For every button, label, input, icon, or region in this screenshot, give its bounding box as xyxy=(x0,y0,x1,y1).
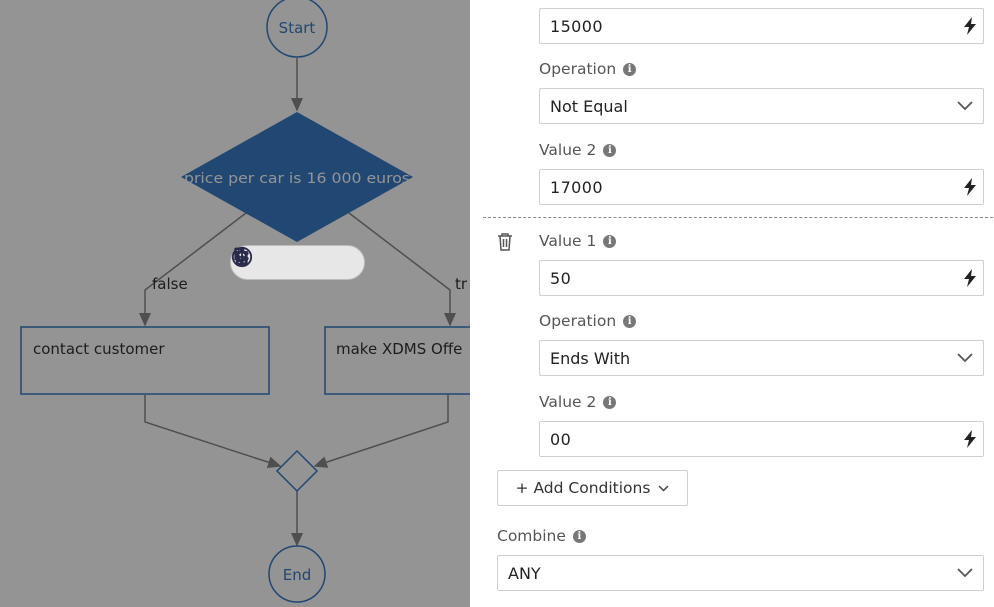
cond2-value2-input[interactable] xyxy=(539,421,984,457)
combine-label: Combine i xyxy=(497,527,586,545)
info-icon: i xyxy=(623,314,637,328)
start-label: Start xyxy=(279,19,316,37)
cond2-value1-field[interactable] xyxy=(540,267,957,289)
task-box-right[interactable] xyxy=(324,326,470,395)
cond2-value1-input[interactable] xyxy=(539,260,984,296)
end-node[interactable] xyxy=(268,545,326,603)
edge-decision-true xyxy=(348,212,456,327)
cond2-operation-select[interactable]: Ends With xyxy=(539,340,984,376)
cond1-value1-input[interactable] xyxy=(539,8,984,44)
edge-decision-false xyxy=(139,212,247,327)
lightning-bolt-icon[interactable] xyxy=(957,269,983,287)
combine-value: ANY xyxy=(508,563,541,583)
cond1-value2-input[interactable] xyxy=(539,169,984,205)
condition-divider xyxy=(483,217,993,218)
delete-trash-icon[interactable] xyxy=(234,248,353,275)
copy-icon[interactable] xyxy=(234,247,324,275)
cond1-operation-value: Not Equal xyxy=(550,96,628,116)
cond2-operation-value: Ends With xyxy=(550,348,631,368)
cond2-delete-trash-icon[interactable] xyxy=(497,233,513,251)
start-node[interactable] xyxy=(266,0,328,58)
modal-backdrop[interactable] xyxy=(0,0,470,607)
cond1-value2-label: Value 2 i xyxy=(539,141,617,159)
cond2-value2-field[interactable] xyxy=(540,428,957,450)
add-circle-icon[interactable] xyxy=(231,246,295,275)
decision-node[interactable] xyxy=(181,112,413,242)
cond1-value2-field[interactable] xyxy=(540,176,957,198)
add-conditions-label: + Add Conditions xyxy=(515,479,651,497)
cond1-value1-field[interactable] xyxy=(540,15,957,37)
combine-select[interactable]: ANY xyxy=(497,555,984,591)
chevron-down-icon xyxy=(957,568,973,578)
lightning-bolt-icon[interactable] xyxy=(957,430,983,448)
cond2-value1-label: Value 1 i xyxy=(539,232,617,250)
lightning-bolt-icon[interactable] xyxy=(957,178,983,196)
chevron-down-icon xyxy=(957,101,973,111)
edge-right-merge xyxy=(313,395,449,468)
edge-label-true: tr xyxy=(455,275,468,293)
info-icon: i xyxy=(623,62,637,76)
chevron-down-icon xyxy=(957,353,973,363)
cond2-value2-label: Value 2 i xyxy=(539,393,617,411)
task-box-left[interactable] xyxy=(20,326,270,395)
add-conditions-button[interactable]: + Add Conditions xyxy=(497,470,688,506)
info-icon: i xyxy=(603,395,617,409)
node-toolbar xyxy=(230,245,365,280)
chevron-down-icon xyxy=(658,484,669,492)
merge-node[interactable] xyxy=(275,449,319,493)
cond1-operation-select[interactable]: Not Equal xyxy=(539,88,984,124)
flow-canvas[interactable]: Start price per car is 16 000 euros End … xyxy=(0,0,470,607)
decision-label: price per car is 16 000 euros xyxy=(184,171,410,187)
info-icon: i xyxy=(603,234,617,248)
edge-left-merge xyxy=(144,395,282,468)
task-label-left: contact customer xyxy=(33,340,165,358)
lightning-bolt-icon[interactable] xyxy=(957,17,983,35)
info-icon: i xyxy=(603,143,617,157)
cond1-operation-label: Operation i xyxy=(539,60,637,78)
edge-label-false: false xyxy=(152,275,188,293)
end-label: End xyxy=(283,566,312,584)
task-label-right: make XDMS Offe xyxy=(336,340,463,358)
cond2-operation-label: Operation i xyxy=(539,312,637,330)
flow-diagram: Start price per car is 16 000 euros End xyxy=(20,0,470,603)
condition-settings-panel: Operation i Not Equal Value 2 i Value 1 … xyxy=(470,0,994,607)
info-icon: i xyxy=(572,529,586,543)
